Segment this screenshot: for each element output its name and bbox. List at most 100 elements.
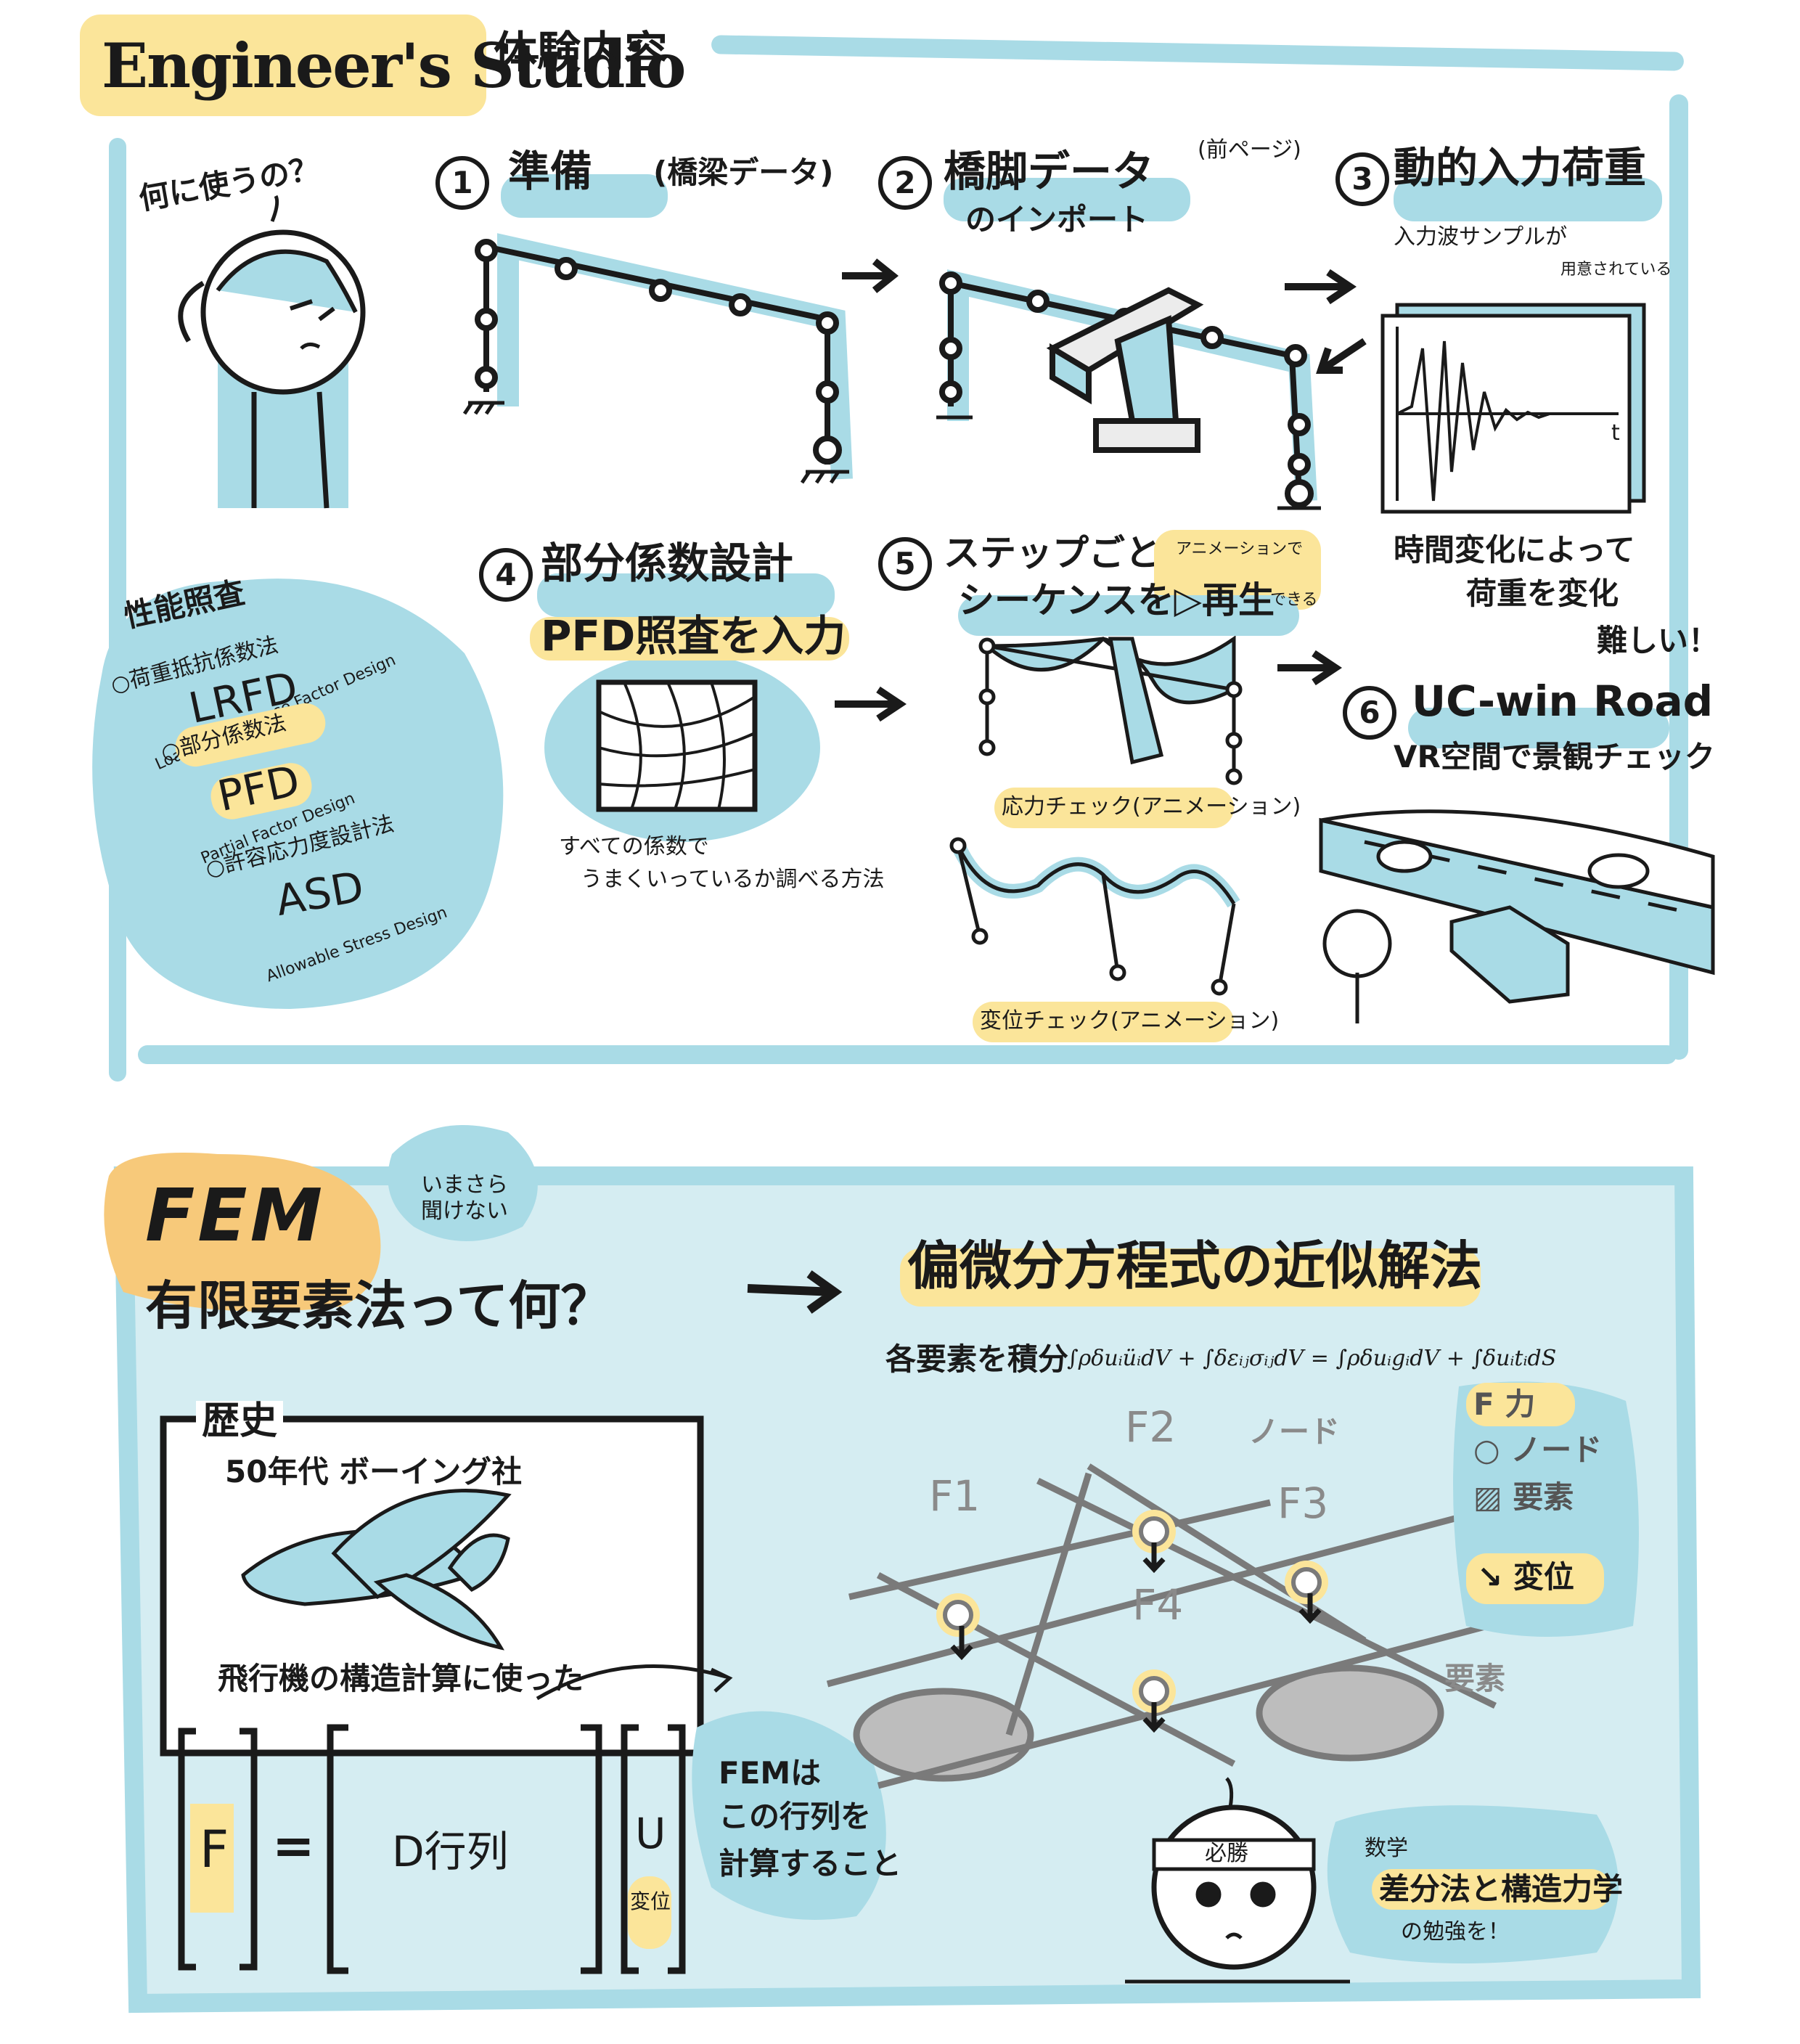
stress-animation-frame <box>978 635 1243 785</box>
integral-equation: ∫ρδuᵢüᵢdV + ∫δεᵢⱼσᵢⱼdV = ∫ρδuᵢgᵢdV + ∫δu… <box>1067 1346 1557 1371</box>
study-line3: の勉強を！ <box>1401 1919 1510 1945</box>
thinking-person-icon <box>178 195 366 509</box>
step3-note: 入力波サンプルが <box>1394 224 1568 250</box>
matrix-U: U <box>635 1809 666 1858</box>
top-frame-bottom <box>138 1045 1677 1064</box>
displacement-animation-frame <box>949 837 1240 996</box>
fem-note3: 計算すること <box>719 1846 902 1881</box>
step2-sub2: のインポート <box>965 202 1149 237</box>
step5-tag2: できる <box>1270 591 1318 609</box>
arrow-4-5 <box>835 686 907 722</box>
history-line1: 50年代 ボーイング社 <box>225 1454 523 1489</box>
time-note2: 荷重を変化 <box>1466 576 1619 611</box>
step4-note2: うまくいっているか調べる方法 <box>581 867 885 892</box>
mesh-force-4: F4 <box>1132 1580 1184 1630</box>
fem-blob <box>104 1153 381 1312</box>
fem-note: FEMは <box>719 1755 822 1791</box>
step4-title: 部分係数設計 <box>541 539 794 588</box>
step6-number: 6 <box>1343 686 1396 740</box>
stress-label: 応力チェック(アニメーション) <box>1002 794 1301 819</box>
step1-title: 準備 <box>508 147 593 196</box>
aside-blob <box>388 1125 538 1241</box>
legend-node: ○ ノード <box>1473 1432 1603 1468</box>
displacement-label: 変位チェック(アニメーション) <box>980 1008 1280 1034</box>
mesh-force-3: F3 <box>1277 1479 1329 1528</box>
matrix-eq: = <box>272 1816 315 1876</box>
label2-highlight <box>973 1002 1234 1042</box>
step4-note: すべての係数で <box>559 834 709 859</box>
step5-highlight <box>958 595 1299 636</box>
matrix-equation <box>178 1664 733 1974</box>
fem-title: FEM <box>145 1173 326 1258</box>
matrix-U-label-highlight <box>628 1876 671 1949</box>
step2-sub: (前ページ) <box>1198 137 1301 163</box>
arrow-2-3 <box>1285 269 1357 305</box>
airplane-icon <box>241 1489 512 1651</box>
step6-highlight <box>1408 708 1669 748</box>
step4-sub: PFD照査を入力 <box>541 611 846 661</box>
legend-disp: ↘ 変位 <box>1477 1559 1574 1595</box>
bridge-frame-step1 <box>462 233 853 484</box>
legend-element: ▨ 要素 <box>1473 1479 1574 1515</box>
step4-highlight <box>537 573 835 617</box>
history-title: 歴史 <box>196 1400 284 1443</box>
title-main: Engineer's Studio <box>102 30 686 102</box>
step2-number: 2 <box>878 156 932 210</box>
matrix-F: F <box>200 1820 229 1879</box>
pfd-grid <box>544 653 820 842</box>
fem-mesh <box>826 1463 1497 1789</box>
title-sub: 体験内容 <box>494 28 668 78</box>
step2-highlight <box>944 178 1190 221</box>
legend-force: F 力 <box>1473 1386 1536 1422</box>
step1-highlight <box>501 174 668 218</box>
time-note: 時間変化によって <box>1394 532 1635 568</box>
mesh-element-label: 要素 <box>1444 1661 1506 1696</box>
study-highlight <box>1372 1869 1611 1910</box>
vr-road-scene <box>1319 809 1715 1023</box>
integral-label: 各要素を積分 <box>885 1341 1069 1377</box>
approx-arrow <box>747 1270 843 1314</box>
step2-title: 橋脚データ <box>944 147 1155 196</box>
fem-note-blob <box>692 1711 886 1920</box>
mesh-node-label: ノード <box>1248 1414 1341 1450</box>
arrow-1-2 <box>842 258 899 293</box>
step4-sub-highlight <box>530 617 849 661</box>
arrow-3-2 <box>1316 338 1367 374</box>
mesh-nodes <box>936 1510 1328 1733</box>
step5-tag: アニメーションで <box>1176 540 1304 558</box>
step3-highlight <box>1394 178 1662 221</box>
history-line2: 飛行機の構造計算に使った <box>218 1661 584 1696</box>
study-line2: 差分法と構造力学 <box>1379 1871 1624 1907</box>
step5-title2: シーケンスを▷再生 <box>958 579 1275 621</box>
approx-highlight <box>900 1248 1481 1307</box>
title-highlight <box>80 15 486 116</box>
step4-number: 4 <box>479 548 533 602</box>
fem-aside: いまさら聞けない <box>421 1172 508 1224</box>
time-note3: 難しい！ <box>1597 623 1719 658</box>
fem-note2: この行列を <box>719 1799 872 1834</box>
fem-question: 有限要素法って何？ <box>145 1275 613 1336</box>
step3-number: 3 <box>1335 152 1389 206</box>
matrix-D: D行列 <box>392 1827 509 1876</box>
approx-text: 偏微分方程式の近似解法 <box>907 1235 1483 1296</box>
mesh-force-2: F2 <box>1125 1402 1177 1452</box>
legend-disp-highlight <box>1466 1553 1604 1604</box>
input-wave-chart <box>1380 303 1646 514</box>
step3-note2: 用意されている <box>1560 261 1672 279</box>
bridge-with-pier-step2 <box>936 269 1321 510</box>
step1-sub: (橋梁データ) <box>653 155 834 190</box>
step6-note: VR空間で景観チェック <box>1394 739 1715 774</box>
step5-number: 5 <box>878 537 932 591</box>
study-line1: 数学 <box>1365 1836 1408 1861</box>
wave-axis-label: t <box>1611 420 1620 446</box>
step1-number: 1 <box>435 156 489 210</box>
step6-title: UC-win Road <box>1412 676 1714 726</box>
step3-title: 動的入力荷重 <box>1394 143 1647 192</box>
matrix-U-label: 変位 <box>630 1889 671 1913</box>
headband-text: 必勝 <box>1205 1841 1248 1866</box>
label1-highlight <box>994 788 1234 828</box>
arrow-5-6 <box>1277 650 1343 686</box>
mesh-force-1: F1 <box>929 1471 981 1521</box>
